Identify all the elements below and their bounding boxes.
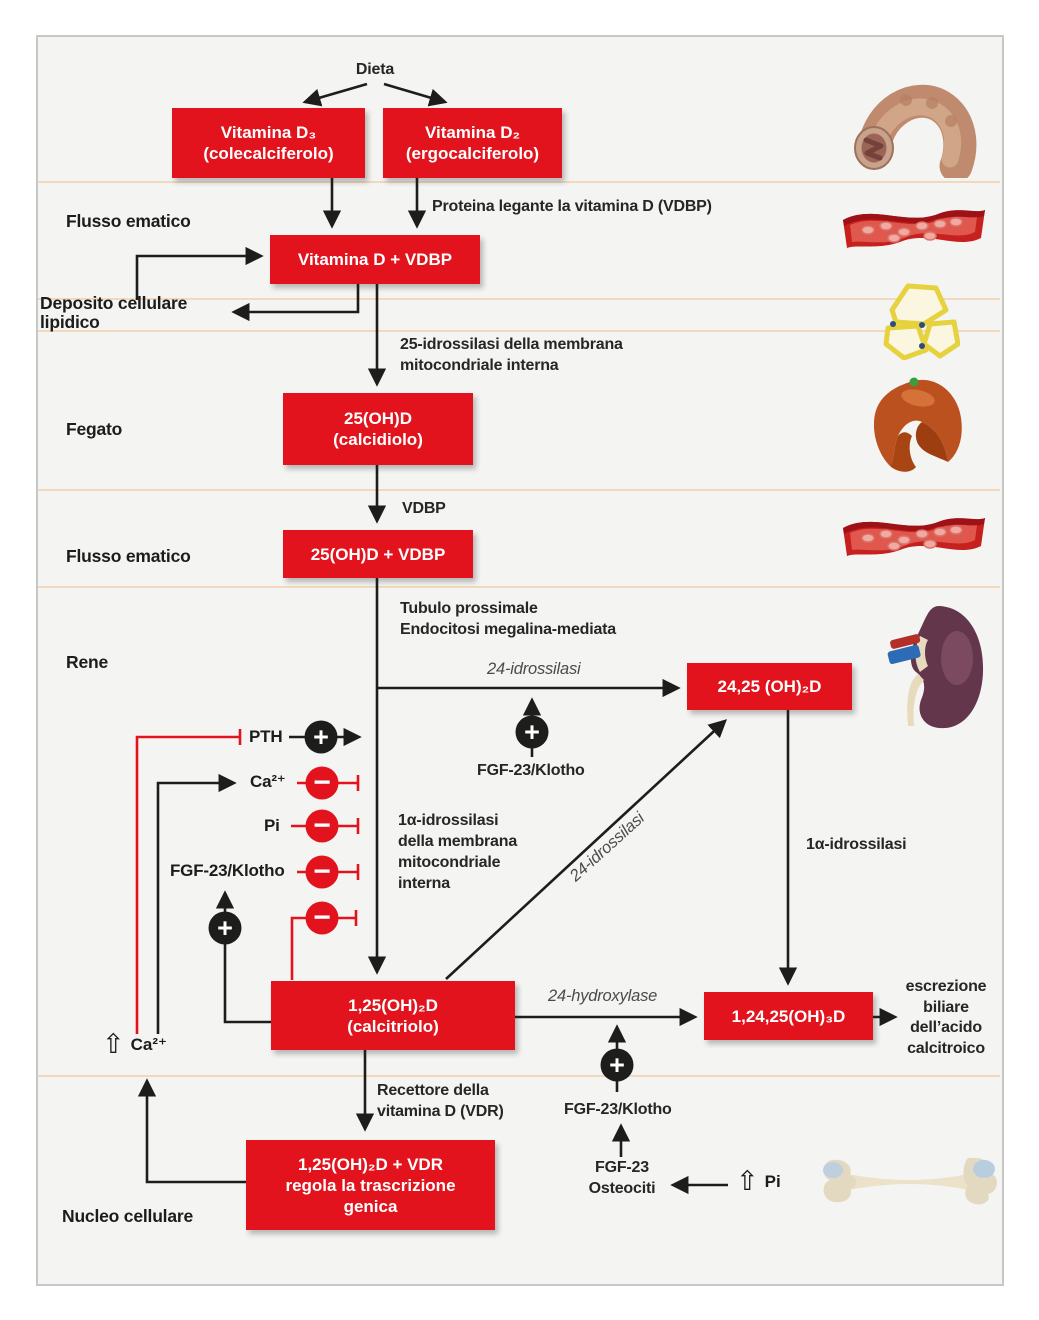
section-divider [38,1075,1000,1077]
box-vitamin-d3-line1: Vitamina D₃ [220,123,317,142]
phosphate-label: Pi [264,816,280,835]
section-divider [38,586,1000,588]
section-fegato: Fegato [66,419,123,439]
section-rene: Rene [66,652,108,672]
box-12425ohd: 1,24,25(OH)₃D [704,992,873,1040]
section-divider [38,489,1000,491]
24-idrossilasi-top-label: 24-idrossilasi [487,660,581,678]
vdbp-label: VDBP [402,500,446,517]
calcium-label: Ca²⁺ [250,772,286,791]
section-divider [38,330,1000,332]
increased-calcium-label: ⇧ Ca²⁺ [102,1029,167,1060]
fgf-klotho-lower-label: FGF-23/Klotho [564,1101,672,1118]
liver-icon [873,377,962,472]
dieta-label: Dieta [355,61,395,78]
fgf-klotho-inhibit-label: FGF-23/Klotho [170,861,285,880]
box-vitamin-d2: Vitamina D₂ (ergocalciferolo) [383,108,562,178]
up-arrow-icon: ⇧ [736,1166,759,1197]
kidney-icon [887,605,984,729]
box-vdr-transcription: 1,25(OH)₂D + VDR regola la trascrizione … [246,1140,495,1230]
box-2425ohd: 24,25 (OH)₂D [687,663,852,710]
blood-vessel-icon [843,210,985,248]
box-vitamin-d2-line1: Vitamina D₂ [424,123,521,142]
pth-label: PTH [249,727,283,746]
box-vitamin-d2-line2: (ergocalciferolo) [405,144,540,163]
box-vitamin-d3: Vitamina D₃ (colecalciferolo) [172,108,365,178]
increased-phosphate-label: ⇧ Pi [736,1166,781,1197]
up-arrow-icon: ⇧ [102,1029,125,1060]
section-divider [38,298,1000,300]
intestine-icon [854,84,977,178]
fat-cells-icon [883,283,960,360]
box-25ohd: 25(OH)D (calcidiolo) [283,393,473,465]
blood-vessel-icon [843,518,985,556]
section-divider [38,181,1000,183]
box-25ohd-vdbp: 25(OH)D + VDBP [283,530,473,578]
fgf-klotho-top-label: FGF-23/Klotho [477,762,585,779]
bone-icon [823,1157,997,1205]
diagram-frame [36,35,1004,1286]
box-vitamin-d-vdbp: Vitamina D + VDBP [270,235,480,284]
box-vitamin-d3-line2: (colecalciferolo) [203,144,334,163]
24-hydroxylase-label: 24-hydroxylase [548,987,658,1005]
box-calcitriol: 1,25(OH)₂D (calcitriolo) [271,981,515,1050]
vdbp-protein-label: Proteina legante la vitamina D (VDBP) [432,198,712,215]
section-nucleo-cellulare: Nucleo cellulare [62,1206,194,1226]
section-flusso-ematico-1: Flusso ematico [66,211,191,231]
section-flusso-ematico-2: Flusso ematico [66,546,191,566]
1a-hydroxylase-right-label: 1α-idrossilasi [806,836,907,853]
